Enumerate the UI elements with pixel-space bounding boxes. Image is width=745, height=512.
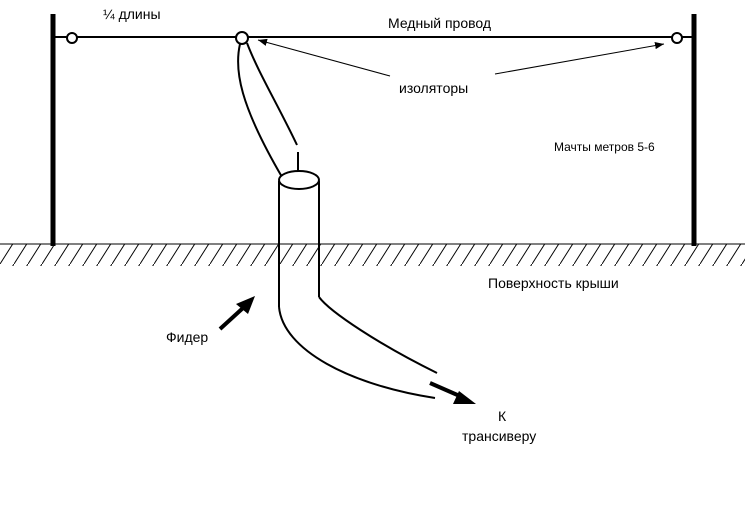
insulator-pointers (257, 38, 665, 77)
insulator-left (66, 32, 78, 44)
feeder-arrow (218, 296, 255, 331)
label-insulators: изоляторы (399, 80, 468, 96)
label-to-transceiver: трансиверу (462, 428, 536, 444)
label-quarter-length: ¼ длины (103, 6, 161, 22)
insulator-feed (235, 31, 249, 45)
insulator-right (671, 32, 683, 44)
label-to-transceiver-k: К (498, 408, 507, 424)
feeder-leads (237, 42, 299, 178)
roof-surface (0, 243, 745, 266)
label-copper-wire: Медный провод (388, 15, 491, 31)
label-feeder: Фидер (166, 329, 208, 345)
label-masts: Мачты метров 5-6 (554, 140, 655, 154)
feeder-cable (278, 170, 438, 399)
transceiver-arrow (429, 381, 476, 404)
label-roof-surface: Поверхность крыши (488, 275, 619, 291)
